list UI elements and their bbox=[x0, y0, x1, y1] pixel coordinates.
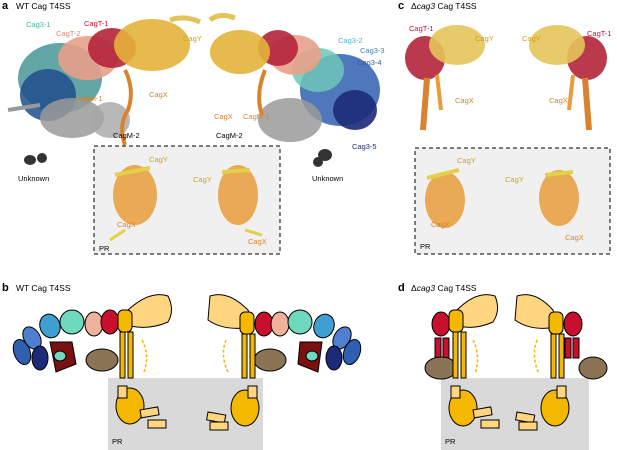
c-inset-label-cagx-1: CagX bbox=[431, 220, 450, 229]
label-cagm-1-right: CagM-1 bbox=[243, 112, 270, 121]
panel-c: c Δcag3 Cag T4SS CagT-1 CagY CagY CagT-1… bbox=[397, 0, 617, 258]
c-inset-label-cagx-2: CagX bbox=[565, 233, 584, 242]
d-left-dashed-link bbox=[472, 339, 479, 375]
label-cag3-3: Cag3-3 bbox=[360, 46, 385, 55]
b-right-assembly bbox=[206, 294, 362, 431]
label-unknown-right: Unknown bbox=[312, 174, 344, 183]
inset-structures bbox=[109, 165, 263, 242]
c-label-cagt-1-right: CagT-1 bbox=[587, 29, 612, 38]
dcag3-left-complex bbox=[405, 25, 485, 131]
label-unknown-left: Unknown bbox=[18, 174, 50, 183]
panel-c-title: Δcag3 Cag T4SS bbox=[411, 1, 477, 11]
d-left-assembly bbox=[424, 294, 500, 429]
label-cag3-4: Cag3-4 bbox=[357, 58, 382, 67]
label-cagt-1: CagT-1 bbox=[84, 19, 109, 28]
b-label-pr: PR bbox=[112, 437, 123, 446]
c-inset-label-cagy-1: CagY bbox=[457, 156, 476, 165]
inset-label-cagx-2: CagX bbox=[248, 237, 267, 246]
dcag3-right-complex bbox=[529, 25, 607, 131]
panel-d-title-italic: cag3 bbox=[416, 283, 436, 293]
dcag3-inset-structures bbox=[425, 168, 579, 228]
label-cagm-2-left: CagM-2 bbox=[113, 131, 140, 140]
panel-b-title: WT Cag T4SS bbox=[16, 283, 71, 293]
inset-label-cagy-1: CagY bbox=[149, 155, 168, 164]
label-cag3-5: Cag3-5 bbox=[352, 142, 377, 151]
label-cagm-2-right: CagM-2 bbox=[216, 131, 243, 140]
panel-a-title: WT Cag T4SS bbox=[16, 1, 71, 11]
d-label-pr: PR bbox=[445, 437, 456, 446]
c-inset-label-cagy-2: CagY bbox=[505, 175, 524, 184]
panel-b-drawing bbox=[12, 294, 362, 450]
label-cagx-right: CagX bbox=[214, 112, 233, 121]
c-label-cagx-right: CagX bbox=[549, 96, 568, 105]
c-inset-label-pr: PR bbox=[420, 242, 431, 251]
label-cag3-2: Cag3-2 bbox=[338, 36, 363, 45]
c-label-cagt-1-left: CagT-1 bbox=[409, 24, 434, 33]
panel-b: b WT Cag T4SS PR bbox=[0, 280, 400, 450]
label-cagy-left: CagY bbox=[183, 34, 202, 43]
b-left-assembly bbox=[12, 294, 172, 429]
inset-label-pr: PR bbox=[99, 244, 110, 253]
panel-c-title-italic: cag3 bbox=[416, 1, 436, 11]
inset-label-cagx-1: CagX bbox=[117, 220, 136, 229]
panel-a-letter: a bbox=[2, 0, 9, 12]
wt-left-complex bbox=[7, 15, 202, 165]
wt-right-complex bbox=[208, 12, 380, 167]
panel-d-title-suffix: Cag T4SS bbox=[435, 283, 477, 293]
b-right-dashed-link bbox=[222, 339, 229, 373]
b-left-dashed-link bbox=[141, 339, 148, 373]
panel-d: d Δcag3 Cag T4SS PR bbox=[397, 280, 617, 450]
panel-d-letter: d bbox=[398, 282, 405, 294]
c-label-cagy-left: CagY bbox=[475, 34, 494, 43]
panel-d-title-prefix: Δ bbox=[411, 283, 417, 293]
panel-a: a WT Cag T4SS Cag3-1 CagT-2 CagT-1 CagY … bbox=[0, 0, 400, 258]
panel-c-letter: c bbox=[398, 0, 405, 12]
c-label-cagx-left: CagX bbox=[455, 96, 474, 105]
label-cag3-1: Cag3-1 bbox=[26, 20, 51, 29]
panel-a-drawing bbox=[7, 12, 380, 255]
panel-d-title: Δcag3 Cag T4SS bbox=[411, 283, 477, 293]
label-cagx-left: CagX bbox=[149, 90, 168, 99]
label-cagt-2: CagT-2 bbox=[56, 29, 81, 38]
label-cagm-1-left: CagM-1 bbox=[76, 94, 103, 103]
c-label-cagy-right: CagY bbox=[522, 34, 541, 43]
panel-c-drawing bbox=[405, 25, 611, 255]
d-right-dashed-link bbox=[533, 339, 540, 375]
panel-d-drawing bbox=[424, 294, 608, 450]
d-right-assembly bbox=[514, 294, 608, 431]
panel-c-title-prefix: Δ bbox=[411, 1, 417, 11]
panel-c-title-suffix: Cag T4SS bbox=[435, 1, 477, 11]
inset-label-cagy-2: CagY bbox=[193, 175, 212, 184]
panel-b-letter: b bbox=[2, 282, 9, 294]
